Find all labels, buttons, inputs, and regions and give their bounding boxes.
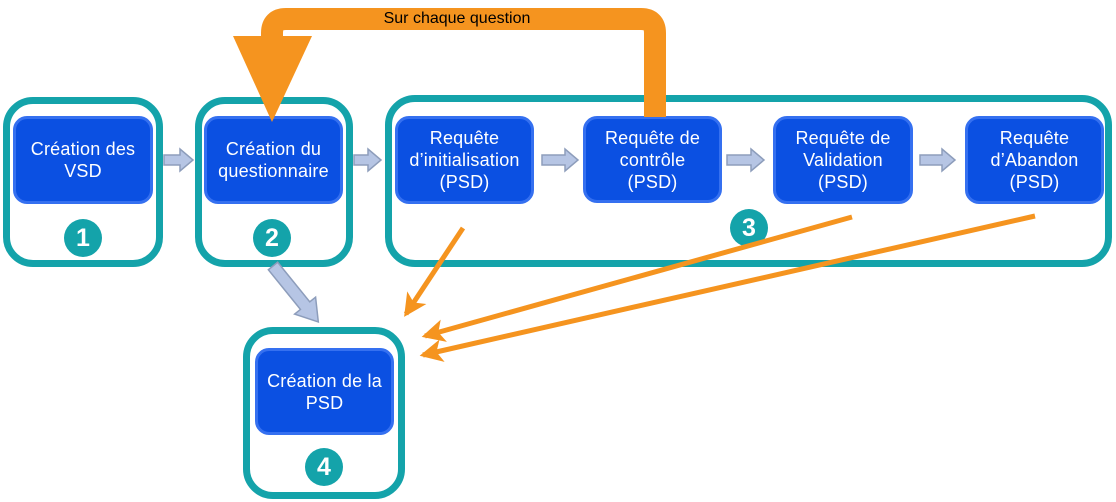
stage3-box-requete-validation: Requête de Validation (PSD)	[773, 116, 913, 204]
stage2-number-badge: 2	[253, 219, 291, 257]
requete-validation-line3: (PSD)	[818, 172, 868, 192]
stage1-label-line1: Création des	[30, 139, 136, 159]
requete-controle-line3: (PSD)	[627, 171, 678, 192]
requete-abandon-line3: (PSD)	[1009, 172, 1060, 192]
loop-label: Sur chaque question	[383, 10, 531, 27]
stage3-box-requete-controle: Requête de contrôle (PSD)	[583, 116, 722, 203]
flow-arrow-1-to-2-icon	[163, 147, 195, 173]
stage4-label-line2: PSD	[305, 392, 344, 413]
stage2-box-creation-questionnaire: Création du questionnaire	[204, 116, 343, 204]
stage1-number-badge: 1	[64, 219, 102, 257]
requete-controle-line1: Requête de	[604, 127, 701, 148]
stage2-label-line2: questionnaire	[218, 161, 329, 181]
stage3-number-badge: 3	[730, 209, 768, 247]
stage4-label-line1: Création de la	[267, 370, 382, 391]
stage4-box-creation-psd: Création de la PSD	[255, 348, 394, 435]
flow-arrow-2-to-3-icon	[353, 147, 383, 173]
requete-init-line2: d’initialisation	[409, 150, 520, 170]
requete-abandon-line2: d’Abandon	[990, 150, 1079, 170]
stage1-container	[3, 97, 163, 267]
requete-controle-line2: contrôle	[619, 149, 686, 170]
requete-abandon-line1: Requête	[999, 128, 1070, 148]
requete-validation-line2: Validation	[803, 150, 883, 170]
requete-init-line1: Requête	[429, 128, 500, 148]
stage4-number-badge: 4	[305, 448, 343, 486]
stage3-box-requete-initialisation: Requête d’initialisation (PSD)	[395, 116, 534, 204]
requete-init-line3: (PSD)	[439, 172, 490, 192]
requete-validation-line1: Requête de	[795, 128, 891, 148]
stage3-box-requete-abandon: Requête d’Abandon (PSD)	[965, 116, 1104, 204]
stage4-container	[243, 327, 405, 499]
stage1-box-creation-vsd: Création des VSD	[13, 116, 153, 204]
stage2-label-line1: Création du	[225, 139, 322, 159]
stage1-label-line2: VSD	[64, 161, 102, 181]
flow-arrow-2-to-4-icon	[267, 261, 320, 324]
